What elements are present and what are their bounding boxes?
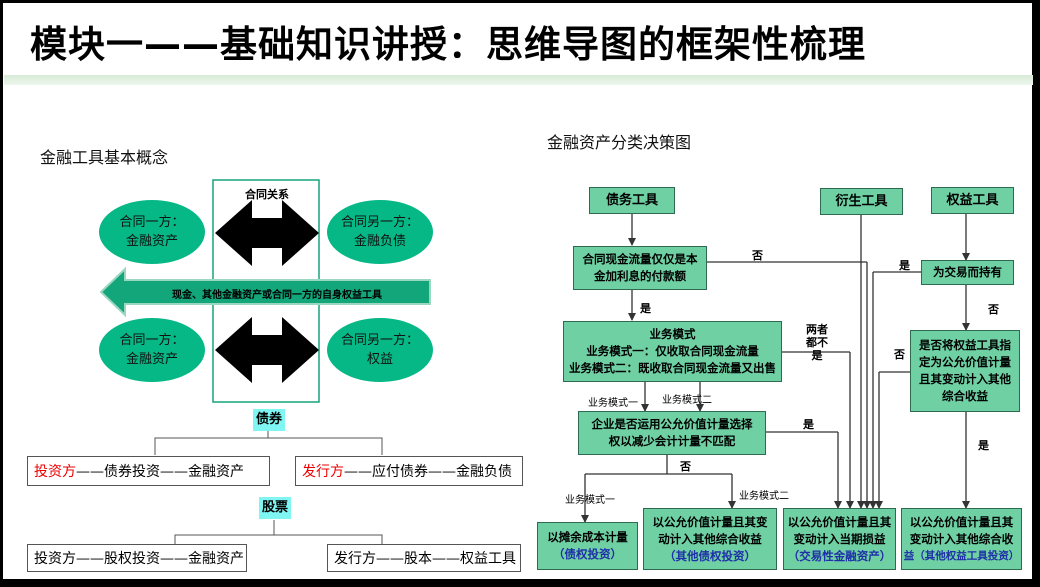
box-line: 权以减少会计计量不匹配 [608,434,736,448]
box-line: 益（其他权益工具投资） [903,549,1020,562]
double-arrow-top [215,200,319,266]
label-cashflow-yes: 是 [640,302,651,315]
box-line: 以公允价值计量且其变 [652,514,768,529]
slide-title: 模块一——基础知识讲授：思维导图的框架性梳理 [30,23,866,66]
ellipse-counterparty-liability: 合同另一方： 金融负债 [327,200,433,264]
outcome-fvoci-debt: 以公允价值计量且其变动计入其他综合收益 （其他债权投资） [643,508,777,570]
right-heading: 金融资产分类决策图 [547,133,692,152]
bond-investor-box: 投资方——债券投资——金融资产 [27,456,270,486]
ellipse-line: 金融负债 [353,234,406,249]
box-line: 是否将权益工具指 [919,338,1011,352]
label-trading-yes: 是 [899,259,910,272]
investor-chain: ——债券投资——金融资产 [76,464,244,480]
box-line: （其他债权投资） [664,548,756,563]
label-line: 两者 [806,323,828,336]
ellipse-line: 合同另一方： [340,215,419,230]
long-arrow-label: 现金、其他金融资产或合同一方的自身权益工具 [172,290,382,301]
ellipse-party-asset-top: 合同一方： 金融资产 [99,200,205,264]
box-line: 以公允价值计量且其 [909,514,1014,529]
business-model-box: 业务模式业务模式一：仅收取合同现金流量业务模式二：既收取合同现金流量又出售 [563,321,782,382]
label-line: 都不 [806,336,828,349]
stock-bracket [174,520,383,545]
label-mode-one: 业务模式一 [588,398,638,409]
box-line: 业务模式 [649,327,696,341]
label-mode-two: 业务模式二 [662,395,712,406]
label-mode-two-b: 业务模式二 [739,491,789,502]
label-both-not: 两者都不是 [806,323,828,362]
stock-label: 股票 [259,497,291,519]
label-equity-yes: 是 [978,439,989,452]
ellipse-counterparty-equity: 合同另一方： 权益 [327,318,433,382]
left-heading: 金融工具基本概念 [40,148,169,167]
box-line: 业务模式一：仅收取合同现金流量 [586,344,759,358]
debt-instrument-box: 债务工具 [589,187,675,214]
label-line: 是 [811,349,823,362]
title-underline-stripe [4,75,1033,85]
label-cashflow-no: 否 [752,249,763,262]
box-line: 业务模式二：既收取合同现金流量又出售 [569,361,776,375]
ellipse-line: 金融资产 [125,352,178,367]
ellipse-line: 权益 [366,352,393,367]
label-fv-no: 否 [680,460,691,473]
double-arrow-bottom [215,317,319,383]
box-line: 变动计入其他综合收 [909,531,1014,546]
box-line: 综合收益 [942,389,988,403]
ellipse-line: 金融资产 [125,234,178,249]
box-line: 动计入其他综合收益 [658,531,762,546]
box-line: （交易性金融资产） [787,548,892,563]
label-fv-yes: 是 [803,418,814,431]
outcome-amortized-cost: 以摊余成本计量 （债权投资） [537,522,638,570]
equity-instrument-box: 权益工具 [931,187,1014,214]
outcome-fvtpl: 以公允价值计量且其变动计入当期损益 （交易性金融资产） [783,508,896,570]
box-line: （债权投资） [553,547,622,561]
investor-role: 投资方 [34,464,76,480]
stock-investor-box: 投资方——股权投资——金融资产 [27,544,247,572]
ellipse-line: 合同另一方： [340,333,419,348]
box-line: 且其变动计入其他 [919,372,1011,386]
stock-issuer-box: 发行方——股本——权益工具 [327,544,521,572]
box-line: 以公允价值计量且其 [787,514,892,529]
contract-relation-label: 合同关系 [245,188,289,201]
box-line: 变动计入当期损益 [793,531,886,546]
bond-bracket [154,431,383,455]
label-equity-no: 否 [894,348,905,361]
cashflow-question-box: 合同现金流量仅仅是本金加利息的付款额 [573,246,707,290]
label-trading-no: 否 [988,303,999,316]
label-mode-one-b: 业务模式一 [565,495,615,506]
outcome-fvoci-equity: 以公允价值计量且其变动计入其他综合收益（其他权益工具投资） [901,508,1022,570]
derivative-box: 衍生工具 [820,188,903,215]
ellipse-line: 合同一方： [119,333,185,348]
held-for-trading-box: 为交易而持有 [921,260,1014,285]
ellipse-party-asset-bottom: 合同一方： 金融资产 [99,318,205,382]
fv-option-question-box: 企业是否运用公允价值计量选择权以减少会计计量不匹配 [578,411,766,455]
box-line: 以摊余成本计量 [547,530,628,544]
bond-label: 债券 [253,409,285,431]
box-line: 金加利息的付款额 [594,269,686,283]
box-line: 合同现金流量仅仅是本 [582,252,698,266]
issuer-role: 发行方 [302,464,344,480]
box-line: 定为公允价值计量 [919,355,1011,369]
box-line: 企业是否运用公允价值计量选择 [591,417,753,431]
equity-fvoci-question-box: 是否将权益工具指定为公允价值计量且其变动计入其他综合收益 [910,330,1020,412]
long-left-arrow [99,266,431,318]
issuer-chain: ——应付债券——金融负债 [344,464,512,480]
ellipse-line: 合同一方： [119,215,185,230]
bond-issuer-box: 发行方——应付债券——金融负债 [295,456,523,486]
